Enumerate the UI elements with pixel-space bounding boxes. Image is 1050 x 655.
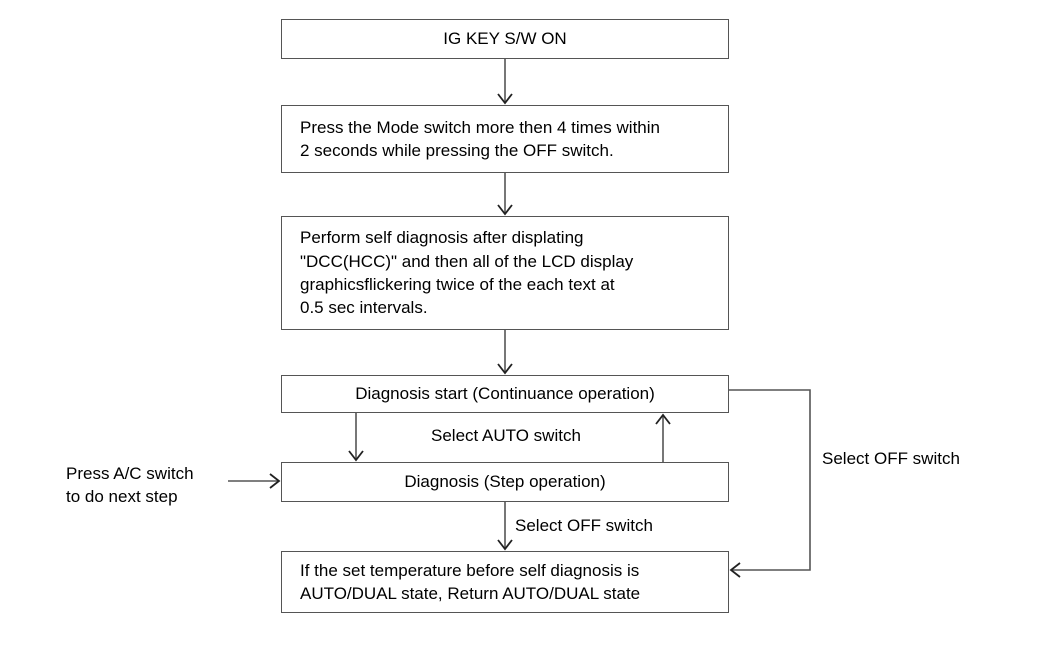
connector-perform-to-diagnosis-start (497, 330, 513, 375)
connector-step-to-diagnosis-start-return (655, 413, 671, 462)
node-diagnosis-start[interactable]: Diagnosis start (Continuance operation) (281, 375, 729, 413)
edge-label-select-off-switch-middle: Select OFF switch (515, 516, 653, 535)
connector-diagnosis-start-loop-to-return-state (729, 389, 811, 578)
node-return-auto-dual-state[interactable]: If the set temperature before self diagn… (281, 551, 729, 613)
connector-press-mode-to-perform (497, 173, 513, 216)
node-press-mode-switch[interactable]: Press the Mode switch more then 4 times … (281, 105, 729, 173)
node-ig-key[interactable]: IG KEY S/W ON (281, 19, 729, 59)
edge-label-select-auto-switch: Select AUTO switch (431, 426, 581, 445)
connector-diagnosis-start-to-step (348, 413, 364, 462)
node-diagnosis-step[interactable]: Diagnosis (Step operation) (281, 462, 729, 502)
edge-label-press-ac-switch: Press A/C switch to do next step (66, 464, 194, 507)
node-perform-self-diagnosis[interactable]: Perform self diagnosis after displating … (281, 216, 729, 330)
connector-step-to-return-state (497, 502, 513, 551)
connector-ig-key-to-press-mode (497, 59, 513, 105)
edge-label-select-off-switch-right: Select OFF switch (822, 449, 960, 468)
